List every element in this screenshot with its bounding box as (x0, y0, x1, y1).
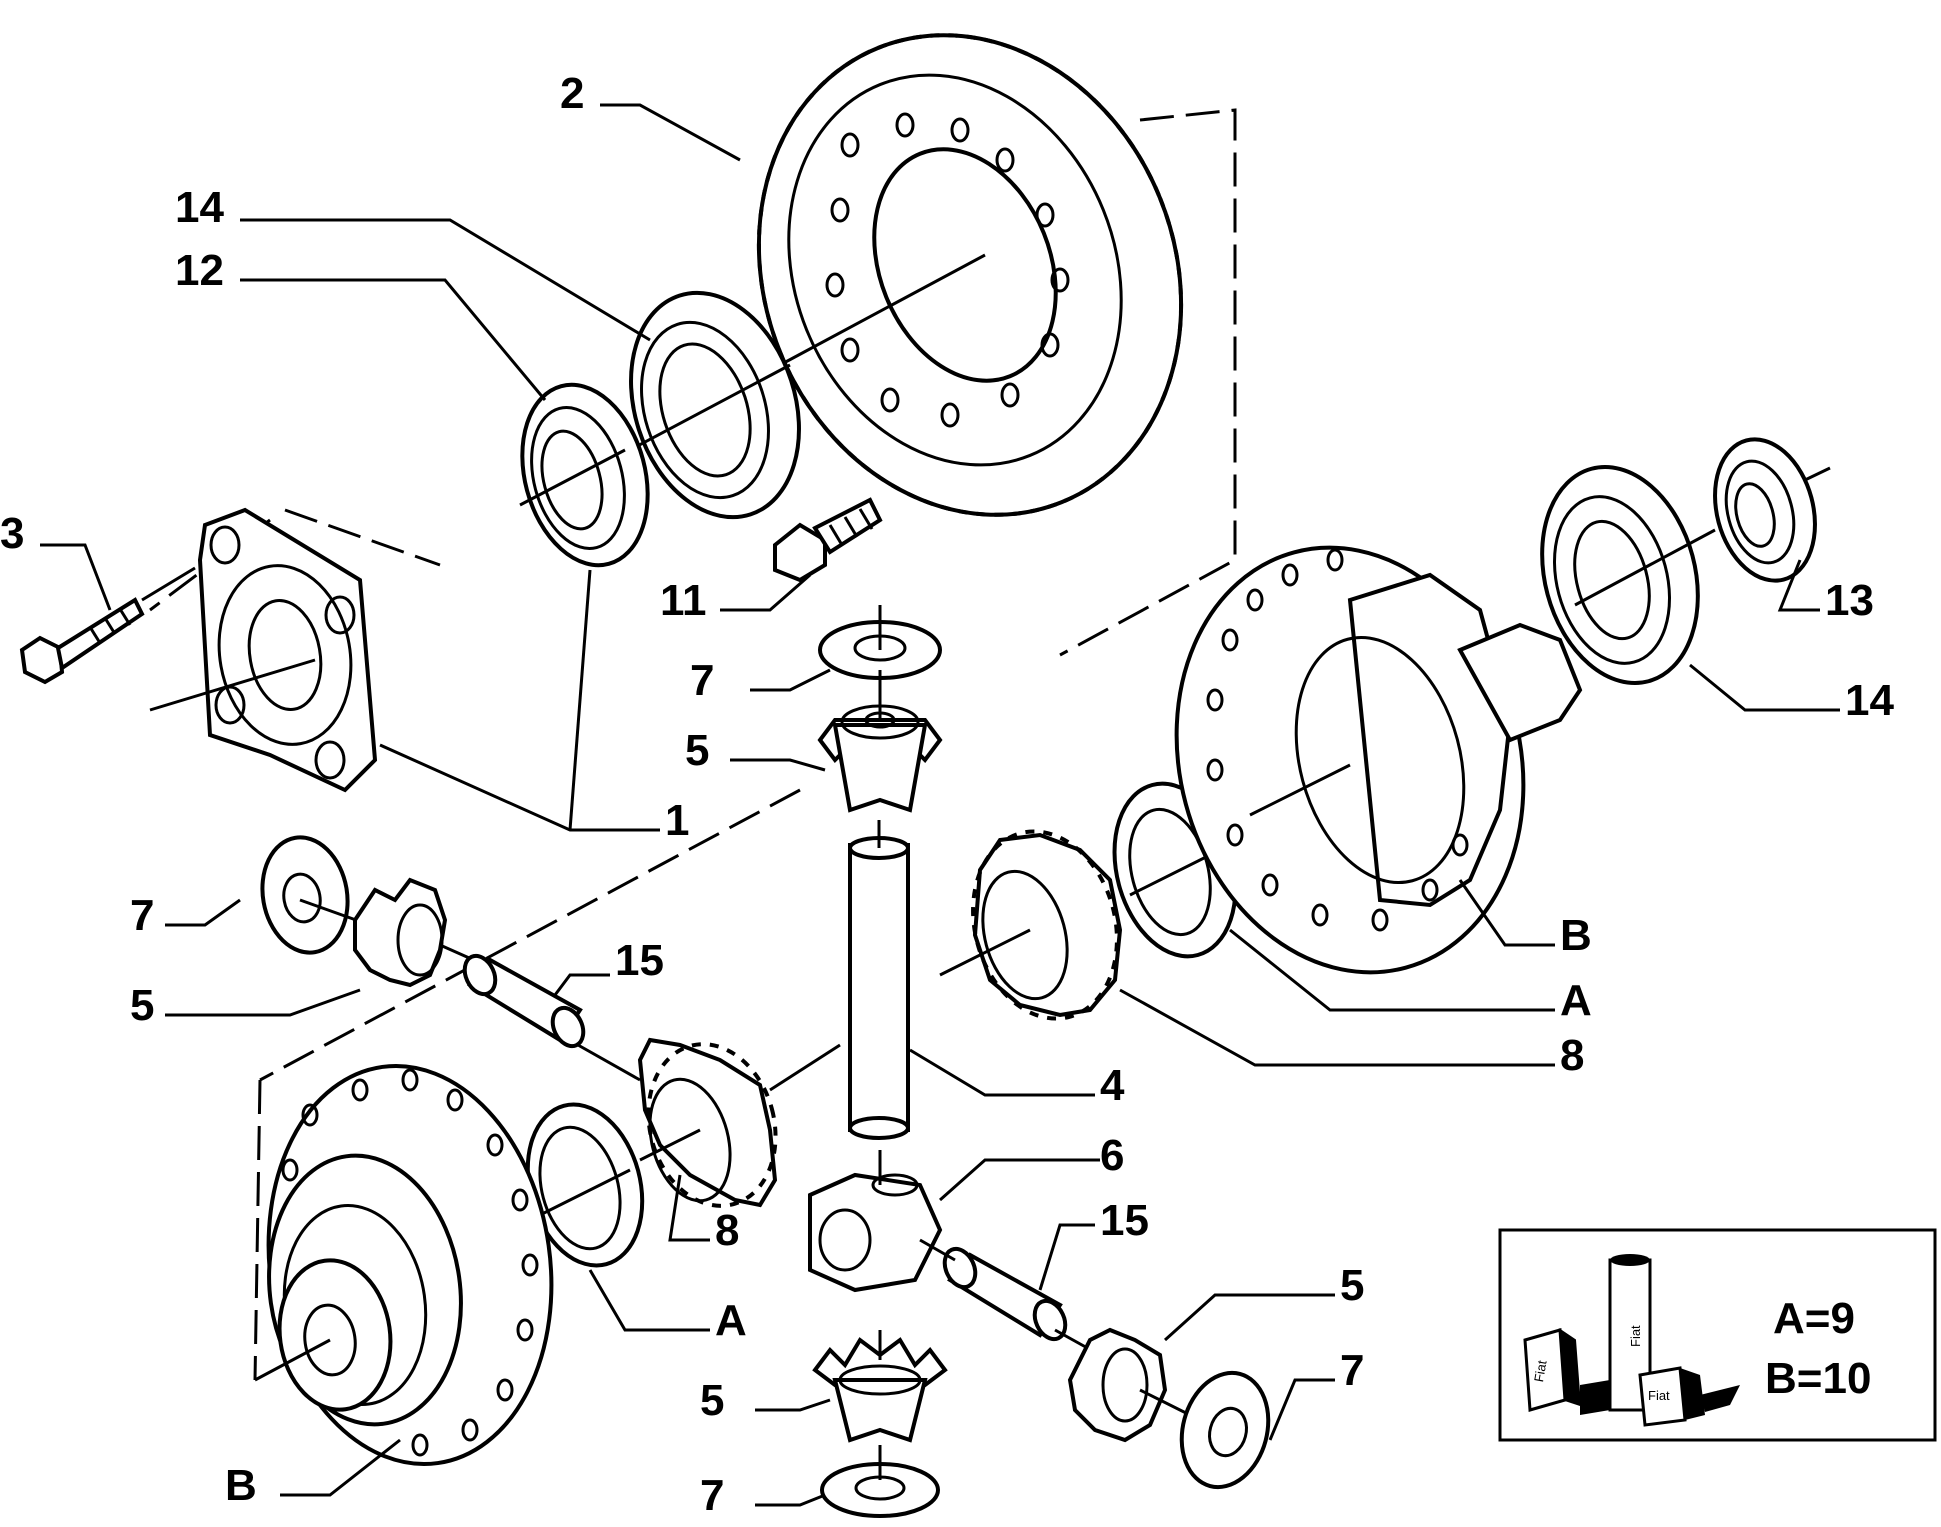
callout-12: 12 (175, 246, 224, 295)
side-gear-left (637, 1037, 841, 1208)
legend-a-value: A=9 (1773, 1294, 1855, 1343)
callout-2: 2 (560, 69, 584, 118)
shim-left (525, 1102, 645, 1268)
cross-block (808, 1150, 943, 1293)
leader-lines (40, 103, 1840, 1507)
legend-b-value: B=10 (1765, 1354, 1871, 1403)
thrust-washer-top (818, 605, 942, 680)
callout-15-left: 15 (615, 936, 664, 985)
callout-13: 13 (1825, 576, 1874, 625)
callout-B-left: B (225, 1461, 257, 1510)
housing-right-bolt-holes (1206, 548, 1469, 932)
brand-text-box: Fiat (1531, 1359, 1550, 1383)
pinion-shaft (848, 820, 910, 1140)
differential-housing-left (254, 1063, 554, 1467)
callout-4: 4 (1100, 1061, 1125, 1110)
callout-5-left: 5 (130, 981, 154, 1030)
bush-left (462, 953, 641, 1082)
planet-pinion-right (1067, 1327, 1201, 1443)
callout-14-lower: 14 (1845, 676, 1894, 725)
callout-A-right: A (1560, 976, 1592, 1025)
planet-pinion-top (817, 670, 943, 813)
differential-housing-right (1174, 545, 1583, 975)
callout-14-upper: 14 (175, 183, 224, 232)
callout-7-top: 7 (690, 656, 714, 705)
cover-screw (19, 566, 196, 685)
callout-5-right: 5 (1340, 1261, 1364, 1310)
bush-right (919, 1238, 1101, 1357)
brand-text-can: Fiat (1628, 1325, 1643, 1347)
callout-1: 1 (665, 796, 689, 845)
ring-gear (756, 33, 1184, 517)
lubricant-product-icon: Fiat Fiat Fiat (1523, 1254, 1740, 1427)
cover-plate (149, 507, 378, 793)
bearing-lower (1540, 464, 1716, 686)
thrust-washer-left (260, 835, 371, 955)
thrust-washer-right (1179, 1370, 1271, 1490)
ring-gear-bolt-holes (825, 112, 1070, 428)
planet-pinion-left (353, 877, 486, 988)
callout-B-right: B (1560, 911, 1592, 960)
callout-7-left: 7 (130, 891, 154, 940)
callout-labels: 2 14 12 3 11 7 5 1 13 14 7 5 15 B A 8 4 … (0, 69, 1894, 1520)
callout-3: 3 (0, 509, 24, 558)
callout-7-bottom: 7 (700, 1471, 724, 1520)
side-gear-right (939, 829, 1123, 1021)
bearing-upper (629, 290, 801, 520)
callout-7-right: 7 (1340, 1346, 1364, 1395)
callout-6: 6 (1100, 1131, 1124, 1180)
brand-text-small-box: Fiat (1648, 1388, 1670, 1403)
callout-15-right: 15 (1100, 1196, 1149, 1245)
callout-5-top: 5 (685, 726, 709, 775)
thrust-washer-bottom (820, 1445, 940, 1518)
callout-8-left: 8 (715, 1206, 739, 1255)
legend-box: Fiat Fiat Fiat A=9 B=10 (1498, 1228, 1937, 1442)
callout-5-bottom: 5 (700, 1376, 724, 1425)
ring-gear-bolt (773, 497, 883, 583)
callout-11: 11 (660, 576, 707, 625)
oil-seal-lower (1713, 437, 1831, 583)
callout-A-left: A (715, 1296, 747, 1345)
housing-left-bolt-holes (281, 1068, 539, 1457)
callout-8-right: 8 (1560, 1031, 1584, 1080)
oil-seal-upper (519, 382, 650, 568)
planet-pinion-bottom (812, 1330, 948, 1443)
